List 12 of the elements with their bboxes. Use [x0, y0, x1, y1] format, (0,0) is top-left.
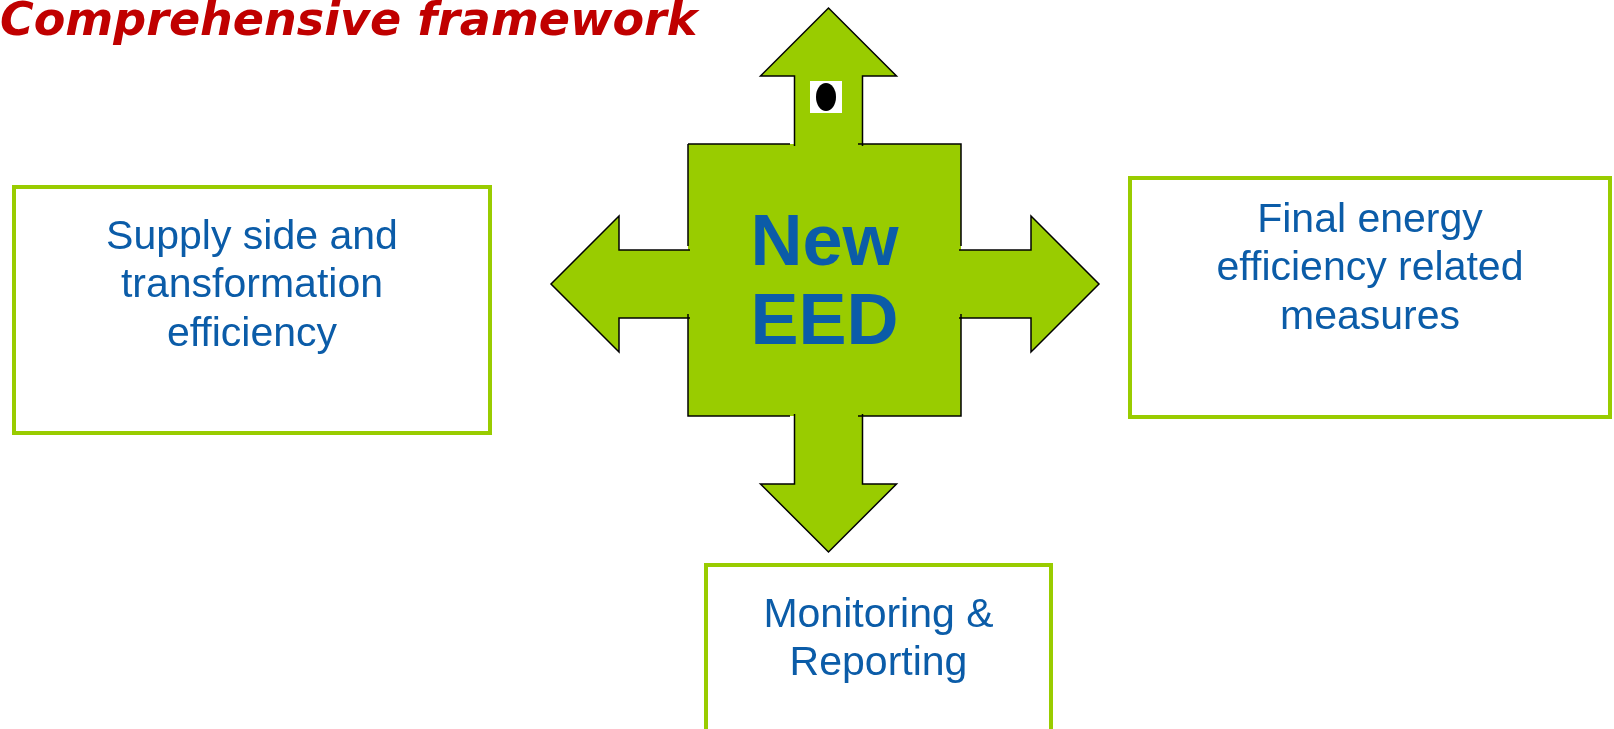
- title: Comprehensive framework: [0, 0, 698, 46]
- box-text: New EED: [749, 200, 900, 360]
- text-box: [704, 563, 1053, 729]
- block-arrow: [758, 413, 899, 554]
- box-text: Monitoring & Reporting: [762, 589, 995, 686]
- text-box: [12, 185, 492, 435]
- central-block: [688, 144, 961, 416]
- box-text: Supply side and transformation efficiency: [105, 211, 399, 357]
- box-text: Final energy efficiency related measures: [1215, 194, 1525, 340]
- block-arrow: [549, 214, 691, 354]
- text-box: [1128, 176, 1612, 419]
- block-arrow: [958, 214, 1101, 354]
